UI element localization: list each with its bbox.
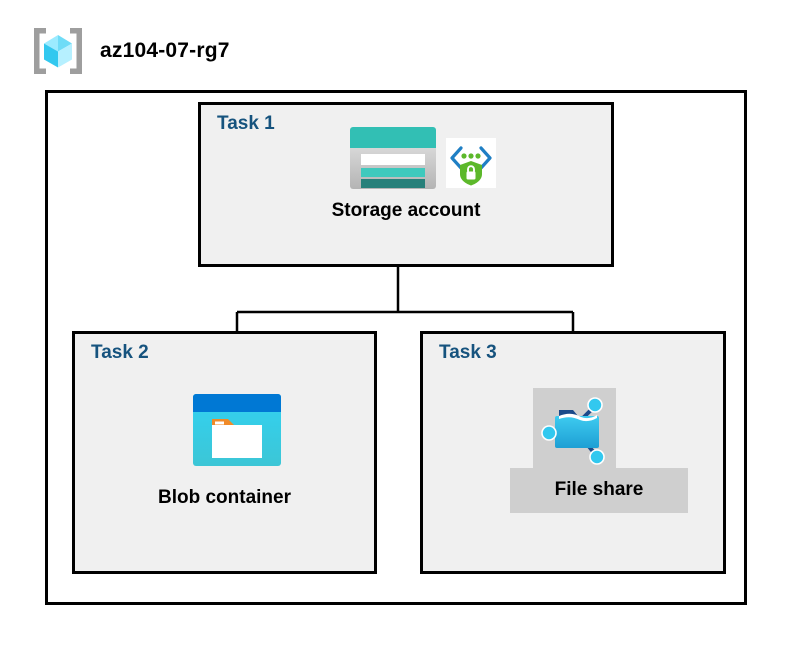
file-share-label: File share	[554, 479, 644, 500]
task-2-label: Task 2	[91, 342, 149, 363]
resource-group-boundary	[45, 90, 747, 605]
storage-account-label: Storage account	[331, 200, 481, 221]
resource-group-header: az104-07-rg7	[28, 24, 230, 78]
file-share-label-highlight	[510, 468, 688, 513]
task-1-label: Task 1	[217, 113, 275, 134]
task-3-label: Task 3	[439, 342, 497, 363]
resource-group-icon	[34, 28, 82, 74]
file-share-icon[interactable]	[535, 390, 615, 468]
secured-endpoint-icon[interactable]	[446, 138, 496, 188]
blob-container-icon[interactable]	[192, 393, 282, 467]
resource-group-title: az104-07-rg7	[100, 39, 230, 62]
storage-account-icon[interactable]	[349, 126, 437, 190]
blob-container-label: Blob container	[157, 487, 291, 508]
